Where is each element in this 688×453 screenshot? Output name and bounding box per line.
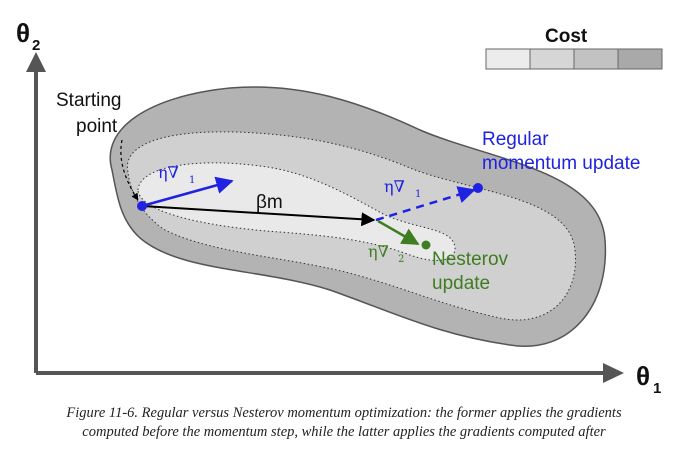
legend-title: Cost bbox=[545, 26, 588, 47]
nesterov-gradient-label: η∇ bbox=[368, 242, 389, 261]
legend-swatch bbox=[529, 48, 575, 70]
caption-line-2: computed before the momentum step, while… bbox=[82, 424, 606, 440]
starting-point-dot bbox=[137, 201, 147, 211]
x-axis-subscript: 1 bbox=[653, 380, 661, 397]
legend-swatch bbox=[485, 48, 531, 70]
regular-update-arrow bbox=[375, 186, 476, 222]
gradient-1-label: η∇ bbox=[158, 163, 179, 182]
y-axis-arrowhead bbox=[26, 52, 46, 72]
starting-point-pointer bbox=[120, 139, 139, 201]
nesterov-label: Nesterov bbox=[432, 249, 509, 270]
cost-legend bbox=[485, 48, 663, 70]
nesterov-gradient-subscript: 2 bbox=[398, 254, 404, 265]
regular-label-2: momentum update bbox=[482, 153, 640, 174]
x-axis-arrowhead bbox=[603, 363, 624, 383]
regular-label: Regular bbox=[482, 129, 549, 150]
momentum-arrow bbox=[141, 205, 376, 227]
regular-update-dot bbox=[473, 183, 483, 193]
momentum-label: βm bbox=[256, 192, 283, 213]
nesterov-label-2: update bbox=[432, 273, 490, 294]
y-axis-subscript: 2 bbox=[32, 37, 40, 54]
gradient-1-arrow bbox=[141, 176, 234, 208]
gradient-1-subscript: 1 bbox=[189, 175, 195, 186]
legend-swatch bbox=[573, 48, 619, 70]
caption-line-1: Figure 11-6. Regular versus Nesterov mom… bbox=[66, 405, 622, 421]
y-axis-label: θ bbox=[16, 18, 30, 48]
regular-gradient-label: η∇ bbox=[384, 177, 405, 196]
starting-point-label-2: point bbox=[76, 116, 118, 137]
nesterov-update-dot bbox=[421, 240, 431, 250]
starting-point-label: Starting bbox=[56, 90, 121, 111]
regular-gradient-subscript: 1 bbox=[415, 189, 421, 200]
nesterov-arrow bbox=[377, 219, 420, 246]
legend-swatch bbox=[617, 48, 663, 70]
figure-caption: Figure 11-6. Regular versus Nesterov mom… bbox=[0, 404, 688, 442]
x-axis-label: θ bbox=[636, 361, 650, 391]
